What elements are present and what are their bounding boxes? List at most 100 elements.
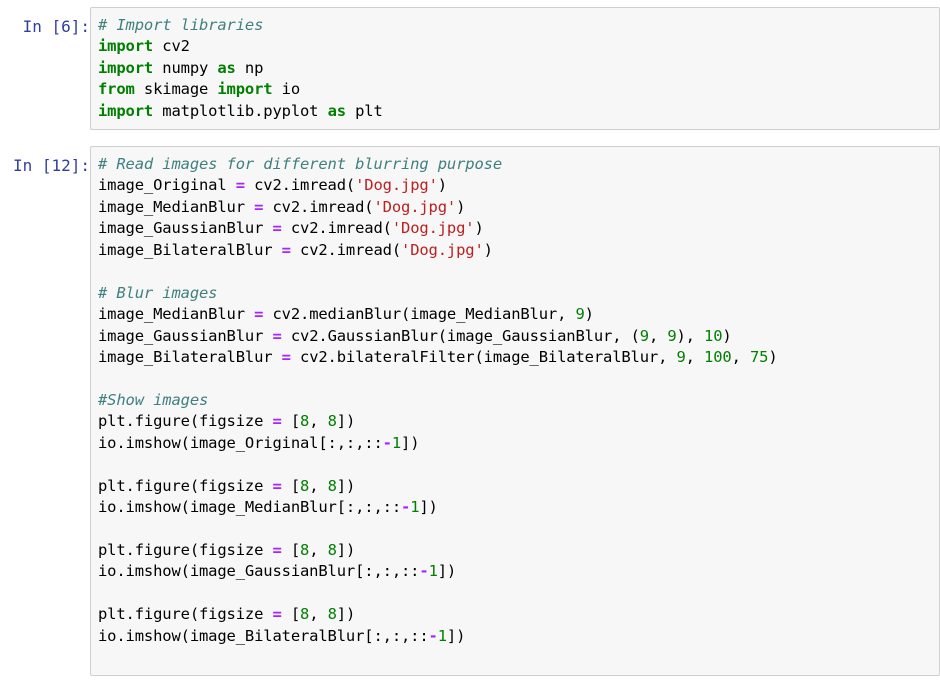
code-line: io.imshow(image_MedianBlur[:,:,::-1]) xyxy=(98,497,933,518)
code-token: , xyxy=(685,347,705,366)
code-token: , xyxy=(309,476,328,495)
code-token: 9 xyxy=(639,326,649,345)
code-lines: # Read images for different blurring pur… xyxy=(98,154,933,647)
code-token: 1 xyxy=(410,498,420,516)
code-token: ]) xyxy=(336,476,356,495)
code-line: image_MedianBlur = cv2.medianBlur(image_… xyxy=(98,304,933,325)
code-token: = xyxy=(272,540,282,559)
code-line: ​ xyxy=(98,368,933,389)
code-token: ]) xyxy=(336,412,356,431)
code-token: image_MedianBlur xyxy=(98,197,255,216)
code-token: = xyxy=(272,412,282,431)
code-token: ), xyxy=(676,326,705,345)
code-token: [ xyxy=(281,476,301,495)
code-token: , xyxy=(648,326,668,345)
code-token: ) xyxy=(768,347,778,366)
code-token: 1 xyxy=(437,626,447,645)
code-token: as xyxy=(327,101,347,120)
code-token: [ xyxy=(281,605,301,624)
code-token: ]) xyxy=(446,626,466,645)
code-token: = xyxy=(272,605,282,624)
code-editor[interactable]: # Read images for different blurring pur… xyxy=(90,146,940,676)
code-token: np xyxy=(235,58,264,77)
code-token: 'Dog.jpg' xyxy=(401,240,484,259)
code-line: image_MedianBlur = cv2.imread('Dog.jpg') xyxy=(98,197,933,218)
code-token: = xyxy=(281,347,291,366)
code-line: plt.figure(figsize = [8, 8]) xyxy=(98,476,933,497)
code-line: import matplotlib.pyplot as plt xyxy=(98,101,933,122)
code-line: plt.figure(figsize = [8, 8]) xyxy=(98,604,933,625)
code-token: ]) xyxy=(419,498,438,516)
code-token: cv2.bilateralFilter(image_BilateralBlur, xyxy=(290,347,677,366)
code-cell-2[interactable]: In [12]: # Read images for different blu… xyxy=(0,146,940,676)
code-token: ) xyxy=(474,219,484,238)
code-token: - xyxy=(382,433,392,452)
code-token: ) xyxy=(437,176,447,195)
code-token: image_GaussianBlur xyxy=(98,326,273,345)
code-token: 'Dog.jpg' xyxy=(355,176,438,195)
code-token: ]) xyxy=(336,605,356,624)
code-token: 8 xyxy=(327,412,337,431)
code-token: plt.figure(figsize xyxy=(98,605,273,624)
code-line: image_GaussianBlur = cv2.GaussianBlur(im… xyxy=(98,326,933,347)
code-token: 1 xyxy=(428,562,438,581)
code-token: plt xyxy=(345,101,383,120)
code-token: # Blur images xyxy=(98,283,218,302)
code-token: = xyxy=(281,240,291,259)
code-token: - xyxy=(401,498,411,516)
code-token: , xyxy=(309,412,328,431)
code-token: - xyxy=(419,562,429,581)
code-token: 8 xyxy=(300,605,310,624)
input-prompt: In [12]: xyxy=(12,156,90,175)
code-token: cv2.medianBlur(image_MedianBlur, xyxy=(263,305,576,324)
code-token: 9 xyxy=(667,326,677,345)
code-token: # Import libraries xyxy=(98,16,264,34)
code-token: image_BilateralBlur xyxy=(98,347,282,366)
code-token: [ xyxy=(281,412,301,431)
code-token: plt.figure(figsize xyxy=(98,540,273,559)
code-token: ]) xyxy=(401,433,420,452)
code-token: plt.figure(figsize xyxy=(98,476,273,495)
code-line: import cv2 xyxy=(98,36,933,57)
code-token: 'Dog.jpg' xyxy=(373,197,457,216)
code-token: skimage xyxy=(134,80,218,99)
code-token: image_Original xyxy=(98,176,236,195)
code-line: from skimage import io xyxy=(98,79,933,100)
code-token: cv2.imread( xyxy=(263,197,374,216)
code-token: io.imshow(image_Original[:,:,:: xyxy=(98,433,383,452)
code-token: 75 xyxy=(749,347,769,366)
code-token: from xyxy=(98,80,135,99)
code-line: # Read images for different blurring pur… xyxy=(98,154,933,175)
code-line: plt.figure(figsize = [8, 8]) xyxy=(98,540,933,561)
code-token: import xyxy=(98,37,154,56)
code-token: 9 xyxy=(676,347,686,366)
code-token: 1 xyxy=(391,433,402,452)
code-token: 8 xyxy=(300,540,310,559)
code-token: = xyxy=(254,305,264,324)
code-token: ) xyxy=(584,305,594,324)
code-line: ​ xyxy=(98,261,933,282)
code-token: io.imshow(image_BilateralBlur[:,:,:: xyxy=(98,626,429,645)
code-token: cv2 xyxy=(153,37,190,56)
code-token: cv2.imread( xyxy=(290,240,402,259)
code-token: cv2.imread( xyxy=(244,176,356,195)
code-line: io.imshow(image_Original[:,:,::-1]) xyxy=(98,433,933,454)
code-line: image_Original = cv2.imread('Dog.jpg') xyxy=(98,175,933,196)
code-line: io.imshow(image_BilateralBlur[:,:,::-1]) xyxy=(98,626,933,647)
code-token: [ xyxy=(281,540,301,559)
code-token: import xyxy=(98,58,154,77)
code-line: # Blur images xyxy=(98,283,933,304)
code-token: as xyxy=(217,58,236,77)
code-token: cv2.imread( xyxy=(281,219,392,238)
code-token: , xyxy=(309,605,328,624)
code-token: = xyxy=(254,197,264,216)
code-token: 10 xyxy=(704,326,723,345)
code-line: image_BilateralBlur = cv2.bilateralFilte… xyxy=(98,347,933,368)
code-token: ]) xyxy=(336,540,356,559)
code-token: ) xyxy=(456,197,466,216)
code-line: ​ xyxy=(98,518,933,539)
code-token: = xyxy=(272,219,282,238)
code-token: image_BilateralBlur xyxy=(98,240,282,259)
